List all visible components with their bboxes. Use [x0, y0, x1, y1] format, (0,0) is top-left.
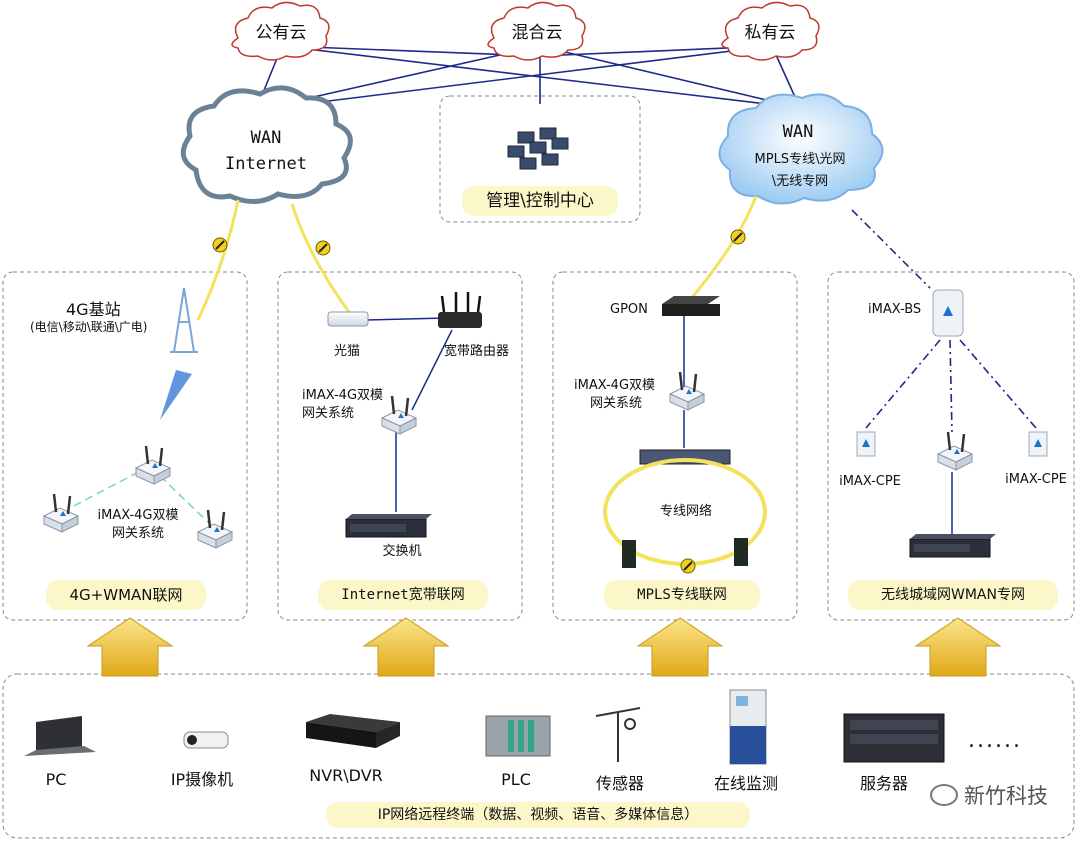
terminal-more-label: ...... [968, 728, 1022, 753]
imax-bs-logo-icon [943, 306, 953, 316]
gateway-4g-left-icon [42, 492, 80, 534]
base-station-label: 4G基站 [66, 300, 121, 319]
control-center-label: 管理\控制中心 [462, 186, 618, 216]
terminal-pc-label: PC [45, 770, 67, 789]
gateway-4g-right-icon [196, 508, 234, 550]
control-center-computers [507, 127, 569, 170]
terminal-nvr-label: NVR\DVR [309, 766, 383, 785]
carriers-label: (电信\移动\联通\广电) [30, 320, 148, 334]
base-station-tower-icon [170, 287, 198, 353]
cpe-right-label: iMAX-CPE [1005, 472, 1067, 487]
server-icon [843, 713, 945, 763]
optical-modem-label: 光猫 [334, 344, 361, 359]
wan-internet-title: WAN [250, 128, 282, 148]
wan-mpls-line2: \无线专网 [771, 174, 829, 189]
signal-beam-icon [160, 370, 192, 420]
wireless-link [851, 209, 931, 289]
wechat-icon [930, 784, 958, 806]
wan-mpls-cloud [718, 93, 884, 205]
wan-internet-cloud [180, 85, 353, 204]
terminal-server-label: 服务器 [859, 774, 909, 793]
ip-camera-icon [183, 731, 229, 749]
gpon-icon [662, 296, 720, 316]
terminal-camera-label: IP摄像机 [170, 770, 234, 789]
plc-icon [485, 715, 551, 757]
gateway-internet-icon [380, 394, 418, 436]
switch-internet-label: 交换机 [382, 544, 422, 559]
watermark-text: 新竹科技 [964, 784, 1048, 808]
panel-mpls [552, 271, 798, 621]
terminal-plc-label: PLC [501, 770, 531, 789]
gateway-4g-label-2: 网关系统 [111, 526, 165, 541]
router-icon [438, 292, 482, 328]
panel-4g-wman [2, 271, 248, 621]
wan-mpls-line1: MPLS专线\光网 [754, 152, 846, 167]
optical-modem-icon [327, 311, 369, 327]
nvr-icon [306, 714, 400, 748]
panel-wman [827, 271, 1075, 621]
ring-node-right-icon [734, 538, 748, 566]
sensor-icon [595, 707, 641, 762]
cpe-right-icon [1028, 431, 1048, 457]
cpe-left-icon [856, 431, 876, 457]
gateway-mpls-icon [668, 370, 706, 412]
terminal-monitor-label: 在线监测 [713, 774, 779, 793]
cpe-left-label: iMAX-CPE [839, 474, 901, 489]
terminal-sensor-label: 传感器 [595, 774, 645, 793]
watermark: 新竹科技 [930, 780, 1048, 810]
switch-wman-icon [909, 533, 997, 558]
laptop-icon [24, 716, 96, 756]
wan-mpls-title: WAN [782, 122, 814, 142]
public-cloud-shape [231, 1, 330, 61]
gateway-4g-label-1: iMAX-4G双模 [97, 508, 179, 523]
wan-internet-subtitle: Internet [225, 154, 307, 174]
hybrid-cloud-label: 混合云 [511, 23, 563, 43]
wman-links [865, 339, 1037, 433]
panel-internet [277, 271, 523, 621]
gateway-internet-label-2: 网关系统 [302, 406, 355, 421]
links-internet [365, 317, 453, 512]
private-cloud-shape [721, 1, 820, 61]
private-cloud-label: 私有云 [744, 23, 796, 43]
gateway-internet-label-1: iMAX-4G双模 [302, 388, 384, 403]
public-cloud-label: 公有云 [255, 23, 307, 43]
switch-internet-icon [345, 513, 433, 538]
panel-terminals [2, 673, 1075, 839]
hybrid-cloud-shape [487, 1, 586, 61]
fiber-links [196, 195, 758, 321]
footer-wman: 无线城域网WMAN专网 [848, 580, 1058, 610]
terminals-footer: IP网络远程终端（数据、视频、语音、多媒体信息） [326, 802, 750, 828]
gateway-mpls-label-2: 网关系统 [590, 396, 643, 411]
online-monitor-icon [729, 689, 767, 765]
gateway-wman-icon [936, 430, 974, 472]
footer-mpls: MPLS专线联网 [604, 580, 760, 610]
mpls-network-label: 专线网络 [659, 504, 713, 519]
footer-4g-wman: 4G+WMAN联网 [46, 580, 206, 610]
gpon-label: GPON [610, 302, 648, 317]
panel-control-center [439, 95, 641, 223]
gateway-4g-center-icon [134, 444, 172, 486]
imax-bs-label: iMAX-BS [868, 302, 922, 317]
footer-internet: Internet宽带联网 [318, 580, 488, 610]
gateway-mpls-label-1: iMAX-4G双模 [574, 378, 656, 393]
ring-node-left-icon [622, 540, 636, 568]
router-label: 宽带路由器 [444, 344, 510, 359]
up-arrows [86, 617, 1002, 677]
